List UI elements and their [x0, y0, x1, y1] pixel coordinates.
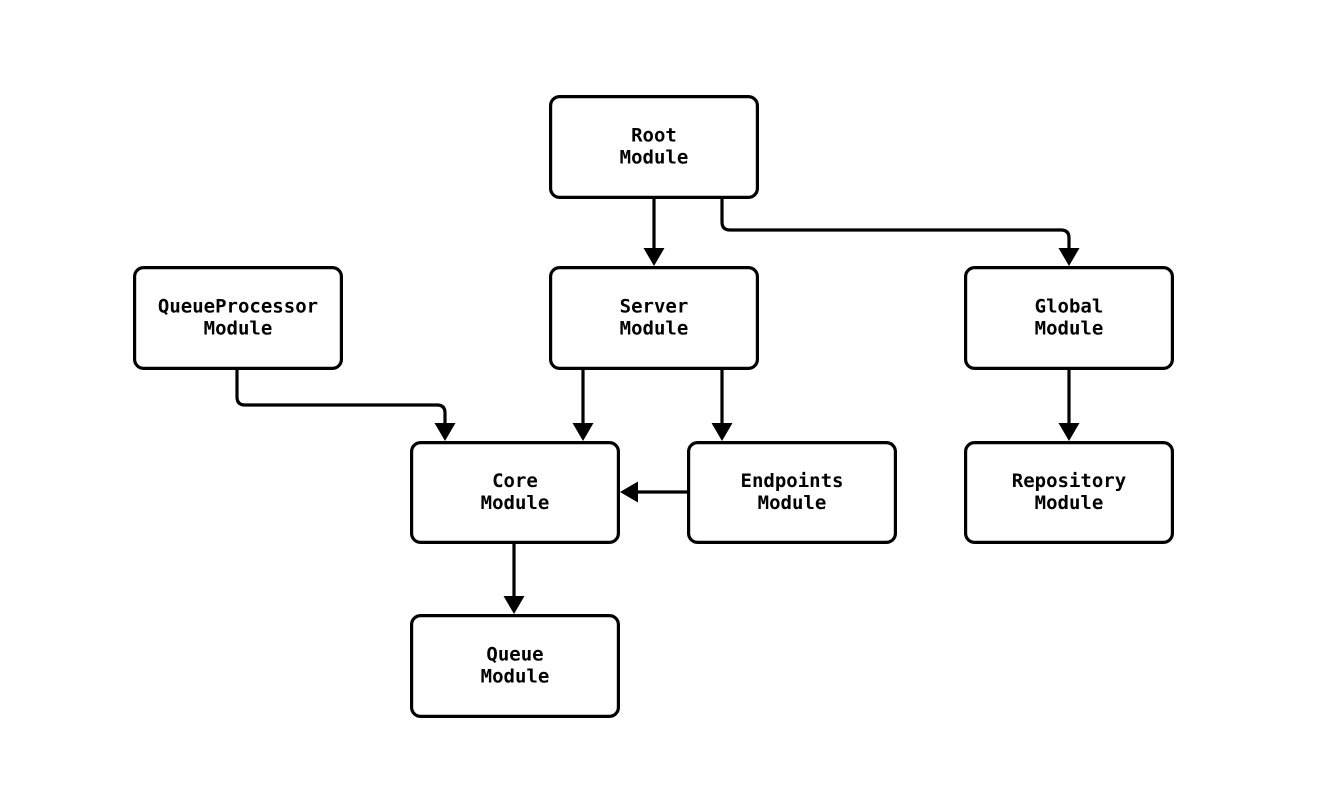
edge-global-repository: [1058, 370, 1080, 441]
node-box[interactable]: [410, 441, 621, 545]
node-label-line1: Repository: [1012, 470, 1126, 492]
node-label-line1: Queue: [486, 644, 543, 666]
node-box[interactable]: [963, 266, 1174, 371]
arrowhead-icon: [434, 423, 456, 441]
edge-root-global: [720, 199, 1080, 266]
edge-endpoints-core: [620, 481, 687, 503]
node-label-line2: Module: [1035, 318, 1104, 340]
node-label-line1: Core: [492, 470, 538, 492]
arrowhead-icon: [1058, 423, 1080, 441]
node-label-line2: Module: [1035, 492, 1104, 514]
nodes-layer: RootModuleQueueProcessorModuleServerModu…: [133, 94, 1174, 718]
arrowhead-icon: [503, 596, 525, 614]
node-label-line2: Module: [620, 318, 689, 340]
arrowhead-icon: [572, 423, 594, 441]
node-label-line1: Endpoints: [741, 470, 844, 492]
edge-queueprocessor-core: [235, 370, 456, 441]
node-box[interactable]: [548, 94, 759, 200]
arrowhead-icon: [1058, 248, 1080, 266]
node-label-line2: Module: [758, 492, 827, 514]
node-box[interactable]: [410, 613, 621, 718]
edges-layer: [235, 199, 1080, 614]
edge-line: [720, 199, 1071, 248]
edge-server-endpoints: [711, 370, 733, 441]
node-box[interactable]: [686, 441, 897, 545]
arrowhead-icon: [711, 423, 733, 441]
edge-root-server: [643, 199, 665, 266]
node-label-line2: Module: [481, 492, 550, 514]
node-label-line2: Module: [620, 147, 689, 169]
arrowhead-icon: [643, 248, 665, 266]
node-box[interactable]: [548, 266, 759, 371]
arrowhead-icon: [620, 481, 638, 503]
node-label-line2: Module: [481, 666, 550, 688]
node-label-line2: Module: [204, 318, 273, 340]
node-box[interactable]: [133, 266, 344, 371]
node-label-line1: QueueProcessor: [158, 296, 318, 318]
node-label-line1: Global: [1035, 296, 1104, 318]
node-label-line1: Root: [631, 125, 677, 147]
edge-core-queue: [503, 544, 525, 614]
node-label-line1: Server: [620, 296, 689, 318]
edge-server-core: [572, 370, 594, 441]
edge-line: [235, 370, 447, 423]
node-box[interactable]: [963, 441, 1174, 545]
